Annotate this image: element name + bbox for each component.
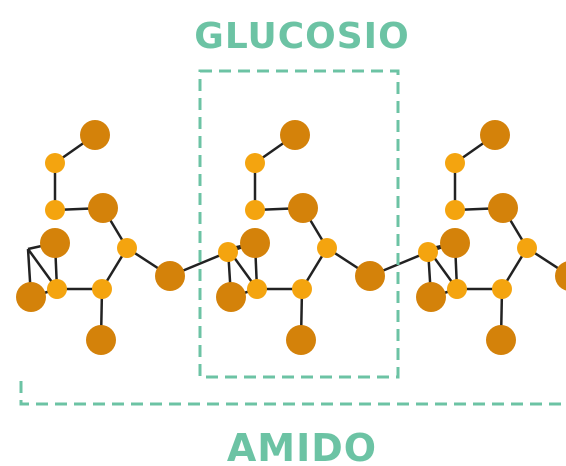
oxygen-atom [80,120,110,150]
oxygen-atom [440,228,470,258]
oxygen-atom [216,282,246,312]
carbon-atom [45,153,65,173]
carbon-atom [247,279,267,299]
oxygen-atom [355,261,385,291]
oxygen-atom [555,261,566,291]
atom-layer [16,120,566,355]
oxygen-atom [488,193,518,223]
glucose-label: GLUCOSIO [194,16,409,57]
carbon-atom [447,279,467,299]
carbon-atom [317,238,337,258]
starch-bracket [19,381,566,406]
carbon-atom [218,242,238,262]
glucose-unit-box [198,69,400,379]
oxygen-atom [240,228,270,258]
carbon-atom [47,279,67,299]
oxygen-atom [40,228,70,258]
carbon-atom [492,279,512,299]
carbon-atom [418,242,438,262]
starch-label: AMIDO [227,426,377,466]
bond-layer [26,133,566,341]
oxygen-atom [88,193,118,223]
oxygen-atom [155,261,185,291]
carbon-atom [117,238,137,258]
carbon-atom [445,153,465,173]
oxygen-atom [480,120,510,150]
carbon-atom [245,153,265,173]
oxygen-atom [16,282,46,312]
oxygen-atom [86,325,116,355]
carbon-atom [517,238,537,258]
carbon-atom [45,200,65,220]
oxygen-atom [288,193,318,223]
oxygen-atom [416,282,446,312]
oxygen-atom [486,325,516,355]
oxygen-atom [280,120,310,150]
carbon-atom [292,279,312,299]
carbon-atom [245,200,265,220]
oxygen-atom [286,325,316,355]
carbon-atom [445,200,465,220]
carbon-atom [92,279,112,299]
